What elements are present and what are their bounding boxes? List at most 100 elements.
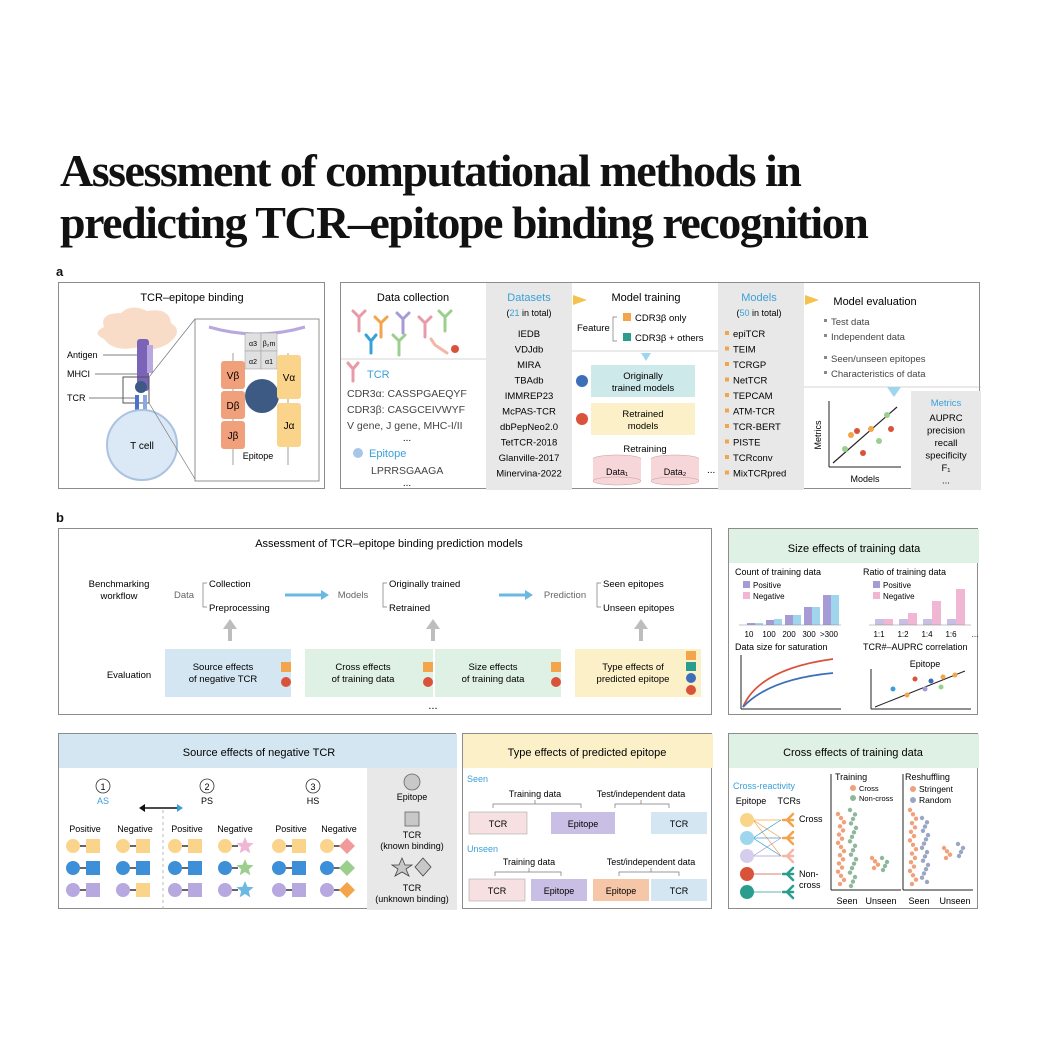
model-item: TEPCAM [733, 391, 773, 402]
unseen-tcr-box [468, 878, 526, 902]
cross-legend-stringent: Stringent [919, 784, 954, 794]
ratio-tick: 1:2 [897, 630, 909, 639]
source-num-3: 3 [310, 782, 315, 792]
unseen-test-epitope-box [593, 879, 649, 901]
strip-dot [941, 845, 947, 851]
epitope-icon [353, 448, 363, 458]
strip-dot [955, 841, 961, 847]
panel-label-b: b [56, 510, 64, 525]
box3-line1: Size effects [469, 662, 518, 673]
strip-dot [838, 815, 844, 821]
unseen-test-epitope: Epitope [606, 886, 637, 896]
tcr-heading: TCR [367, 369, 390, 381]
collection-title: Data collection [377, 292, 449, 304]
orig-line1: Originally [623, 371, 663, 382]
mhci-label: MHCI [67, 369, 90, 379]
strip-dot [839, 865, 845, 870]
strip-dot [907, 807, 913, 813]
wf-prediction: Prediction [544, 590, 586, 601]
models-count: (50 in total) [736, 308, 781, 318]
eval-bullet-2: Independent data [831, 332, 906, 343]
data-more: ... [707, 465, 715, 476]
strip-dot [871, 865, 877, 871]
seen-test-tcr-box [651, 812, 707, 834]
count-bar-neg [793, 615, 801, 625]
tcr-square [86, 861, 100, 875]
strip-dot [880, 867, 886, 873]
posneg-label: Positive [69, 824, 101, 834]
wf-retrained: Retrained [389, 603, 430, 614]
workflow-panel: Assessment of TCR–epitope binding predic… [58, 528, 712, 715]
wf-orig: Originally trained [389, 579, 460, 590]
binding-diagram: TCR–epitope binding T cell Antigen MHCI … [67, 292, 320, 482]
cross-seen-2: Seen [908, 896, 929, 906]
strip-dot [922, 824, 928, 829]
epitope-dot [135, 381, 147, 393]
strip-dot [839, 836, 845, 841]
tcr-diamond [339, 882, 355, 898]
strip-dot [875, 862, 881, 867]
strip-dot [835, 869, 841, 874]
strip-dot [851, 830, 857, 835]
tcr-glyphs [351, 309, 453, 357]
sat-curve-blue [742, 672, 834, 708]
arrow-to-training [573, 295, 587, 305]
strip-dot [840, 857, 846, 862]
strip-dot [923, 837, 929, 842]
wf-preprocessing: Preprocessing [209, 603, 270, 614]
noncross-label-2: cross [799, 880, 821, 890]
ratio-bar-pos [923, 619, 932, 625]
epitope-marker [320, 883, 334, 897]
epitope-marker [218, 883, 232, 897]
strip-dot [848, 852, 854, 857]
source-title: Source effects of negative TCR [183, 747, 336, 759]
unseen-test-tcr-box [651, 879, 707, 901]
strip-dot [838, 844, 844, 850]
epitope-marker [66, 839, 80, 853]
workflow-diagram: Assessment of TCR–epitope binding predic… [89, 538, 701, 712]
chain-vb [221, 361, 245, 389]
size-panel: Size effects of training data Count of t… [728, 528, 979, 715]
metric-item: precision [927, 426, 965, 437]
ratio-bars [875, 589, 965, 625]
eval-down-arrow [887, 387, 901, 397]
count-tick: 10 [745, 630, 754, 639]
model-item: MixTCRpred [733, 469, 786, 480]
strip-dot [920, 828, 926, 833]
count-tick: 300 [802, 630, 816, 639]
dataset-item: dbPepNeo2.0 [500, 422, 558, 433]
strip-dot [884, 859, 890, 865]
count-title: Count of training data [735, 567, 821, 577]
strip-dot [837, 881, 843, 887]
wf-unseen: Unseen epitopes [603, 603, 675, 614]
count-bars [747, 595, 839, 625]
wf-evaluation: Evaluation [107, 670, 151, 681]
posneg-label: Negative [117, 824, 153, 834]
strip-dot [908, 860, 914, 865]
eval-bullet-3: Seen/unseen epitopes [831, 354, 926, 365]
training-title: Model training [611, 292, 680, 304]
feature-opt2-swatch [623, 333, 631, 341]
unseen-test-tcr: TCR [670, 886, 689, 896]
eval-box-cross [305, 649, 433, 697]
metric-item: recall [935, 438, 958, 449]
tcr-square [292, 883, 306, 897]
epitope-circle [245, 379, 279, 413]
mhc-b2m-text: β₂m [263, 341, 276, 348]
tcr-square [136, 861, 150, 875]
ratio-bar-pos [947, 619, 956, 625]
retrained-box [591, 403, 695, 435]
strip-dot [838, 873, 844, 878]
tcr-square [292, 861, 306, 875]
ratio-legend-pos: Positive [883, 581, 912, 590]
dataset-item: TetTCR-2018 [501, 438, 558, 449]
down-arrow [641, 353, 651, 361]
antigen-label: Antigen [67, 350, 98, 360]
ratio-title: Ratio of training data [863, 567, 946, 577]
strip-dot [909, 851, 915, 856]
legend-tcr-unknown-2: (unknown binding) [375, 894, 449, 904]
strip-dot [919, 875, 925, 880]
strip-dot [944, 849, 950, 854]
source-legend-box [367, 768, 457, 910]
eval-box-source [165, 649, 291, 697]
